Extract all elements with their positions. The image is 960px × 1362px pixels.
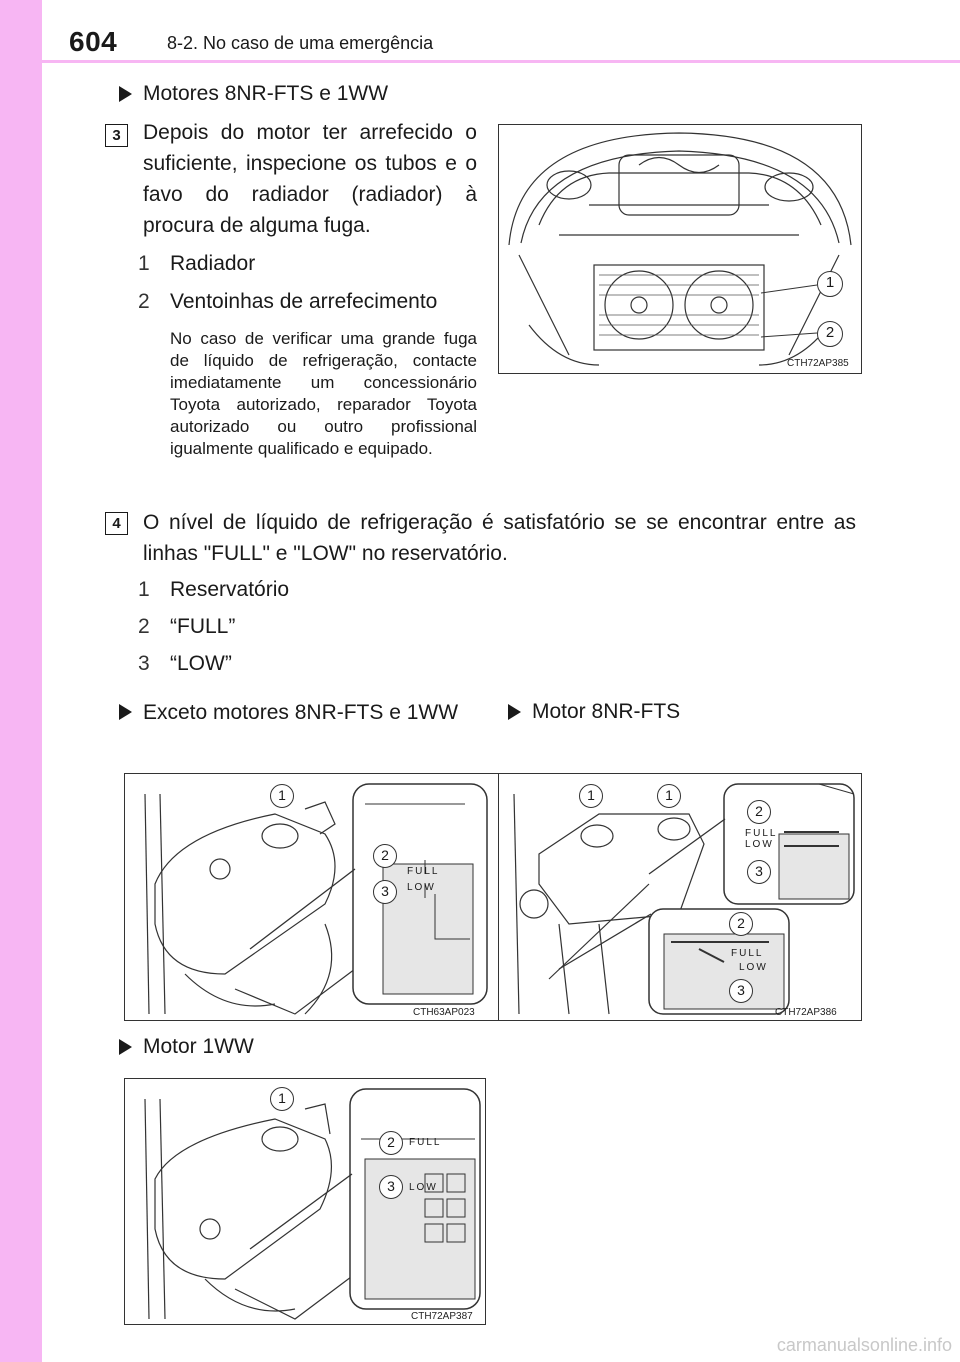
callout-3: 3 [373,880,397,904]
callout-2: 2 [747,800,771,824]
callout-1: 1 [817,271,843,297]
step-4-text: O nível de líquido de refrigeração é sat… [143,511,856,565]
item-number: 2 [138,290,150,313]
callout-2: 2 [379,1131,403,1155]
reservoir-figure-except: 1 2 3 FULL LOW CTH63AP023 [124,773,499,1021]
step-3-badge: 3 [105,124,128,147]
item-label-fans: Ventoinhas de arrefecimento [170,290,438,313]
full-mark: FULL [407,866,440,877]
reservoir-figure-1ww: 1 2 3 FULL LOW CTH72AP387 [124,1078,486,1325]
item-label-radiator: Radiador [170,252,256,275]
bullet-arrow-icon [508,704,521,720]
bullet-arrow-icon [119,1039,132,1055]
callout-3: 3 [747,860,771,884]
figure-code: CTH72AP386 [775,1007,837,1018]
item-number: 1 [138,252,150,275]
full-mark: FULL [745,828,778,839]
watermark: carmanualsonline.info [776,1335,952,1355]
figure-code: CTH72AP387 [411,1311,473,1322]
callout-1: 1 [270,784,294,808]
item-number: 3 [138,652,150,675]
reservoir-figure-8nr: 1 1 2 3 FULL LOW 2 3 FULL LOW CTH72AP386 [498,773,862,1021]
low-mark: LOW [739,962,768,973]
figure-code: CTH63AP023 [413,1007,475,1018]
engines-heading: Motores 8NR-FTS e 1WW [143,82,389,105]
callout-1: 1 [270,1087,294,1111]
step-4-badge: 4 [105,512,128,535]
callout-1: 1 [657,784,681,808]
figure-code: CTH72AP385 [787,358,849,369]
item-number: 2 [138,615,150,638]
item-label-low: “LOW” [170,652,232,675]
callout-2: 2 [817,321,843,347]
low-mark: LOW [409,1182,438,1193]
reservoir-illustration [144,783,488,1015]
callout-2: 2 [373,844,397,868]
except-engines-heading: Exceto motores 8NR-FTS e 1WW [143,701,459,724]
callout-2: 2 [729,912,753,936]
low-mark: LOW [745,839,774,850]
item-label-reservoir: Reservatório [170,578,290,601]
reservoir-illustration [513,783,855,1015]
item-label-full: “FULL” [170,615,236,638]
full-mark: FULL [731,948,764,959]
side-tab [0,0,42,1362]
page-number: 604 [69,26,118,57]
step-3-note: No caso de verificar uma grande fuga de … [170,329,477,458]
step-3-text: Depois do motor ter arrefecido o suficie… [143,121,477,237]
engine-bay-illustration [508,132,852,366]
item-number: 1 [138,578,150,601]
bullet-arrow-icon [119,86,132,102]
low-mark: LOW [407,882,436,893]
header-rule [42,60,960,63]
reservoir-illustration [144,1088,481,1320]
callout-1: 1 [579,784,603,808]
engine-bay-figure: 1 2 CTH72AP385 [498,124,862,374]
callout-3: 3 [729,979,753,1003]
motor-1ww-heading: Motor 1WW [143,1035,254,1058]
bullet-arrow-icon [119,704,132,720]
motor-8nr-heading: Motor 8NR-FTS [532,700,681,723]
callout-3: 3 [379,1175,403,1199]
full-mark: FULL [409,1137,442,1148]
section-title: 8-2. No caso de uma emergência [167,33,434,53]
